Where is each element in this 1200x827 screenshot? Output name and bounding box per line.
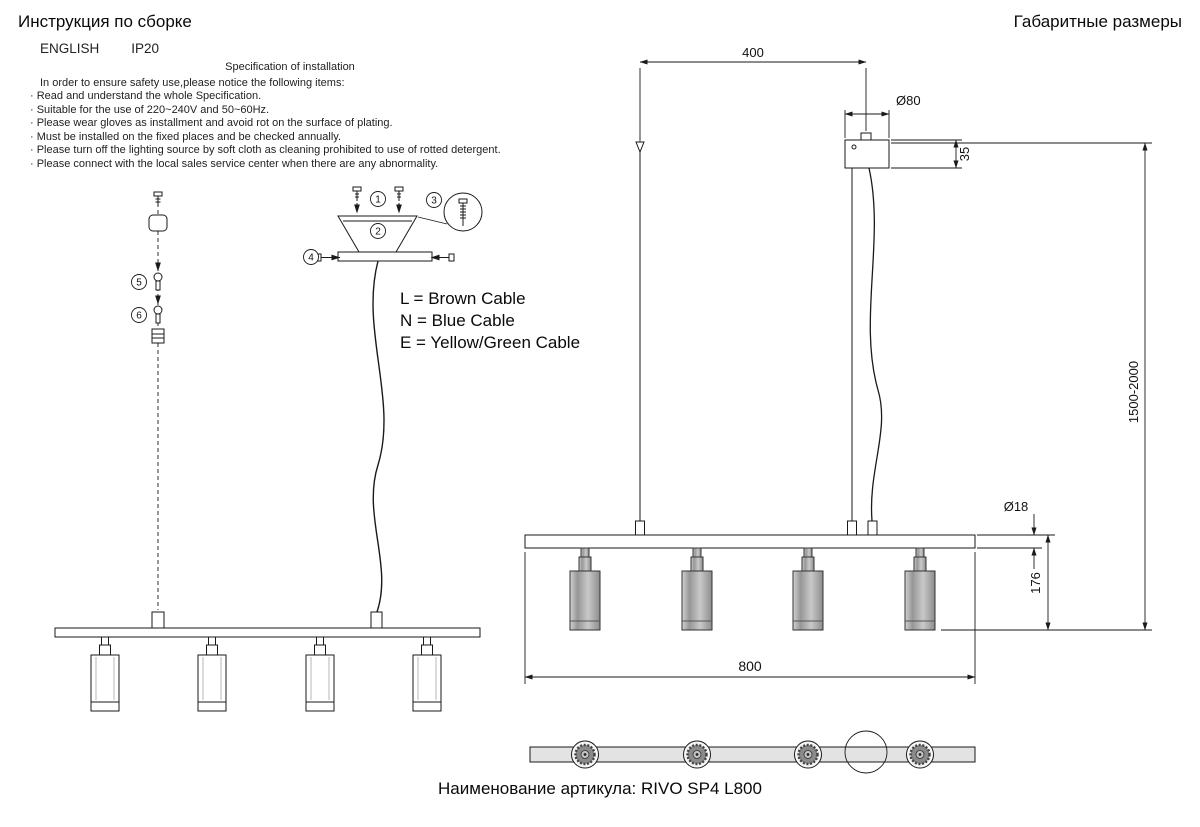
language-row: ENGLISH IP20 <box>40 41 159 56</box>
spotlight <box>412 636 442 712</box>
article-name: Наименование артикула: RIVO SP4 L800 <box>438 779 762 798</box>
dim-fixture-height: 176 <box>1028 572 1043 594</box>
cable-gripper <box>370 611 383 629</box>
bolt-part <box>153 305 163 324</box>
cable-gripper <box>151 611 165 629</box>
spotlight <box>792 547 824 631</box>
callout-5: 5 <box>136 278 142 289</box>
callout-2: 2 <box>375 227 381 238</box>
spec-item: · Please turn off the lighting source by… <box>30 144 501 156</box>
callout-1: 1 <box>375 195 381 206</box>
dim-canopy-diameter: Ø80 <box>896 93 921 108</box>
screw-icon <box>315 253 341 262</box>
dimensions-title: Габаритные размеры <box>1013 12 1182 31</box>
fixture-bar-top-view <box>529 746 976 763</box>
parts-column-diagram <box>148 191 168 610</box>
cable-legend-live: L = Brown Cable <box>400 289 526 308</box>
cable-gripper <box>847 520 857 536</box>
mounting-plate <box>337 251 433 262</box>
spotlight <box>305 636 335 712</box>
exploded-assembly-diagram <box>315 186 483 613</box>
dimensioned-side-view <box>524 132 976 631</box>
spec-item: · Must be installed on the fixed places … <box>30 130 342 143</box>
dim-bar-diameter: Ø18 <box>1004 499 1029 514</box>
specification-block: Specification of installation In order t… <box>30 61 610 171</box>
ceiling-canopy <box>844 139 890 169</box>
screw-icon <box>430 253 455 262</box>
screw-icon <box>153 191 163 206</box>
spotlight-knob <box>683 740 711 769</box>
cable-gripper <box>867 520 878 536</box>
spec-item: · Please wear gloves as installment and … <box>30 117 393 129</box>
cable-legend: L = Brown Cable N = Blue Cable E = Yello… <box>400 288 580 354</box>
front-view-left <box>54 611 481 712</box>
cable-legend-neutral: N = Blue Cable <box>400 311 515 330</box>
spotlight <box>90 636 120 712</box>
bolt-part <box>153 272 163 291</box>
power-cable <box>868 167 883 522</box>
fixture-bar <box>54 627 481 638</box>
screw-icon <box>394 186 404 214</box>
spotlight <box>569 547 601 631</box>
spec-heading: Specification of installation <box>225 61 355 73</box>
callout-3: 3 <box>431 196 437 207</box>
cable-gripper <box>635 520 645 536</box>
spotlight <box>197 636 227 712</box>
screw-detail-balloon <box>417 192 483 232</box>
spotlight-knob <box>906 740 934 769</box>
socket-part <box>151 328 165 344</box>
spotlight <box>904 547 936 631</box>
spec-item: · Read and understand the whole Specific… <box>30 90 262 102</box>
spotlight <box>681 547 713 631</box>
language-label: ENGLISH <box>40 41 100 56</box>
canopy-outline-top-view <box>844 730 888 774</box>
callout-bubbles: 1 2 3 4 5 6 <box>131 191 442 323</box>
fixture-bar <box>524 534 976 549</box>
top-view-diagram <box>529 730 976 774</box>
power-cable <box>372 260 385 613</box>
ip-rating: IP20 <box>131 41 160 56</box>
spec-intro: In order to ensure safety use,please not… <box>40 76 345 89</box>
screw-icon <box>352 186 362 214</box>
ceiling-cup-part <box>148 214 168 232</box>
dim-bar-length: 800 <box>738 658 762 674</box>
page-title: Инструкция по сборке <box>18 12 192 31</box>
callout-6: 6 <box>136 311 142 322</box>
dim-canopy-height: 35 <box>957 147 972 161</box>
dimension-lines <box>524 59 1152 684</box>
dimension-labels: 400 Ø80 35 1500-2000 Ø18 176 800 <box>738 45 1141 674</box>
spec-item: · Please connect with the local sales se… <box>30 157 439 170</box>
spec-item: · Suitable for the use of 220~240V and 5… <box>30 103 270 116</box>
dim-top-width: 400 <box>742 45 764 60</box>
spotlight-knob <box>794 740 822 769</box>
wire-grip-cone <box>635 141 645 154</box>
callout-4: 4 <box>308 253 314 264</box>
dim-suspension-range: 1500-2000 <box>1126 361 1141 423</box>
cable-legend-earth: E = Yellow/Green Cable <box>400 333 581 352</box>
spotlight-knob <box>571 740 599 769</box>
